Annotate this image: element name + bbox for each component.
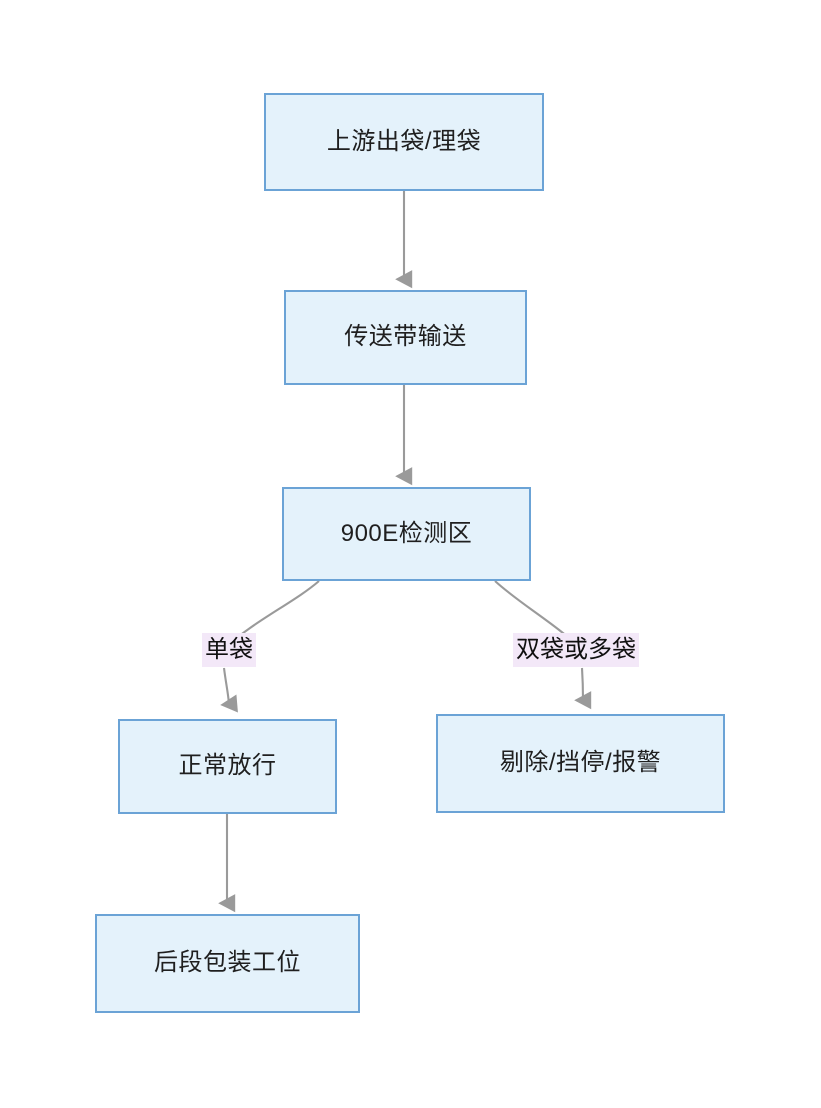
edge-detect-to-reject-arrow — [574, 667, 592, 710]
node-detect-label: 900E检测区 — [340, 519, 473, 547]
edge-detect-to-pass-arrow — [220, 667, 238, 713]
node-reject-label: 剔除/挡停/报警 — [499, 749, 662, 777]
node-packing[interactable]: 后段包装工位 — [95, 914, 360, 1013]
node-upstream-label: 上游出袋/理袋 — [326, 127, 482, 155]
node-conveyor[interactable]: 传送带输送 — [284, 290, 527, 385]
edge-label-single: 单袋 — [202, 633, 256, 667]
node-upstream[interactable]: 上游出袋/理袋 — [264, 93, 544, 191]
node-detect[interactable]: 900E检测区 — [282, 487, 531, 581]
node-pass[interactable]: 正常放行 — [118, 719, 337, 814]
node-conveyor-label: 传送带输送 — [344, 323, 467, 351]
edge-label-multi: 双袋或多袋 — [513, 633, 639, 667]
node-pass-label: 正常放行 — [178, 752, 277, 780]
node-reject[interactable]: 剔除/挡停/报警 — [436, 714, 725, 813]
node-packing-label: 后段包装工位 — [154, 949, 301, 977]
